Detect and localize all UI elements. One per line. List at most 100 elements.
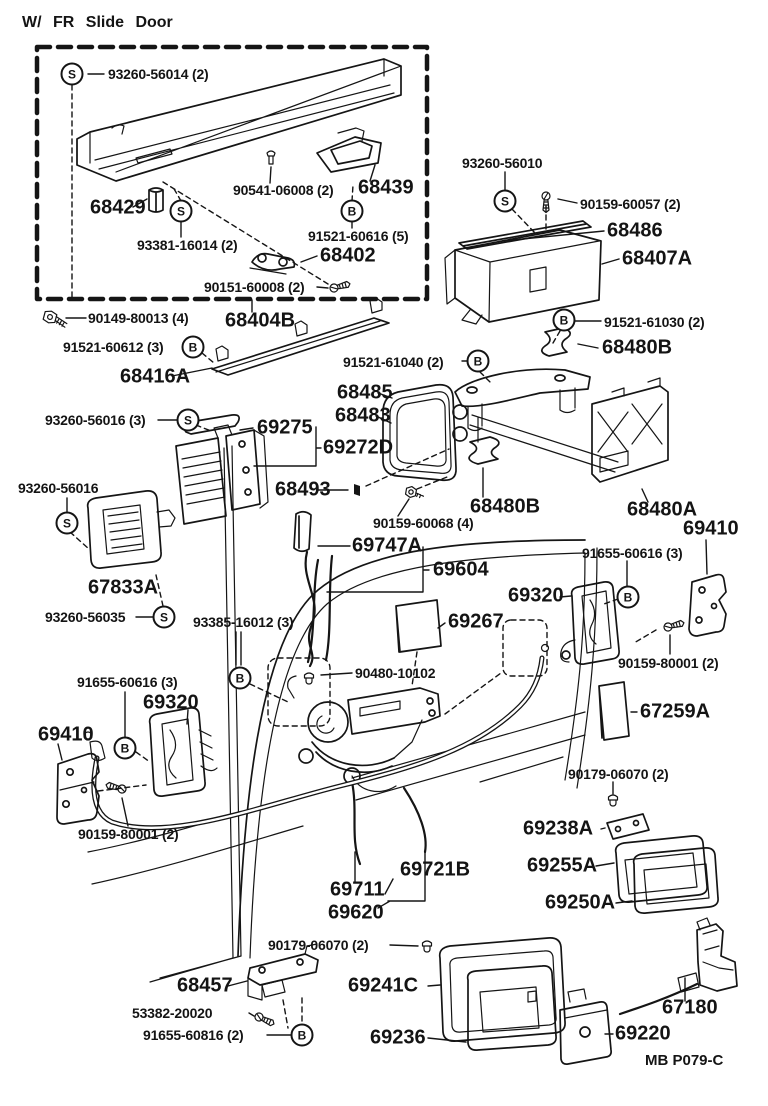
page-code: MB P079-C	[645, 1052, 724, 1069]
part-number-label: 90179-06070 (2)	[268, 937, 369, 953]
vent-plate-67833a	[86, 490, 176, 569]
part-number-label: 69236	[370, 1026, 426, 1049]
part-number-label: 93260-56010	[462, 155, 543, 171]
circled-letter-marker-b: B	[616, 585, 640, 609]
part-number-label: 93260-56014 (2)	[108, 66, 209, 82]
hinge-69410-right	[688, 573, 727, 637]
part-number-label: 68439	[358, 176, 414, 199]
bracket-68439	[316, 127, 382, 173]
part-number-label: 69220	[615, 1022, 671, 1045]
part-number-label: 68480B	[602, 336, 673, 359]
circled-letter-marker-s: S	[493, 189, 517, 213]
bracket-68457	[247, 943, 319, 1001]
circled-letter-marker-s: S	[169, 199, 193, 223]
part-number-label: 69238A	[523, 817, 594, 840]
part-number-label: 68493	[275, 478, 331, 501]
clip-icon	[354, 484, 360, 496]
bracket-67180	[618, 917, 738, 1016]
part-number-label: 93260-56016	[18, 480, 99, 496]
part-number-label: 90159-80001 (2)	[78, 826, 179, 842]
part-number-label: 90480-10102	[355, 665, 436, 681]
circled-letter-marker-b: B	[181, 335, 205, 359]
grommet-icon	[607, 794, 619, 807]
pin-icon	[266, 150, 276, 165]
part-number-label: 68407A	[622, 247, 693, 270]
rod-group-bracket	[354, 851, 426, 909]
circled-letter-marker-b: B	[466, 349, 490, 373]
part-number-label: 93385-16012 (3)	[193, 614, 294, 630]
part-number-label: 93260-56035	[45, 609, 126, 625]
part-number-label: 68402	[320, 244, 376, 267]
grommet-icon	[421, 940, 433, 953]
part-number-label: 68485	[337, 381, 393, 404]
part-number-label: 91655-60816 (2)	[143, 1027, 244, 1043]
part-number-label: 91521-61040 (2)	[343, 354, 444, 370]
bolt-icon	[42, 309, 70, 329]
part-number-label: 91521-60612 (3)	[63, 339, 164, 355]
part-number-label: 53382-20020	[132, 1005, 213, 1021]
handle-housing-69236	[466, 965, 557, 1051]
screw-icon	[328, 279, 352, 294]
part-number-label: 68457	[177, 974, 233, 997]
part-number-label: 90159-60057 (2)	[580, 196, 681, 212]
circled-letter-marker-b: B	[290, 1023, 314, 1047]
plate-69238a	[606, 813, 650, 840]
circled-letter-marker-b: B	[552, 308, 576, 332]
bezel-69255a	[614, 835, 708, 903]
screw-icon	[104, 780, 128, 795]
quarter-panel-68483	[382, 383, 457, 482]
part-number-label: 69275	[257, 416, 313, 439]
pad-67259a	[598, 681, 630, 741]
clip-68480b-upper	[540, 327, 572, 357]
lock-assembly-69320-left	[148, 707, 218, 797]
part-number-label: 67833A	[88, 576, 159, 599]
clip-68480b-center	[468, 436, 500, 465]
part-number-label: 69250A	[545, 891, 616, 914]
part-number-label: 91521-61030 (2)	[604, 314, 705, 330]
part-number-label: 68483	[335, 404, 391, 427]
part-number-label: 68486	[607, 219, 663, 242]
dashed-option-box	[34, 44, 430, 302]
lock-pillar-rod-69747a	[293, 510, 334, 668]
part-number-label: 69241C	[348, 974, 419, 997]
rail-stopper-68429	[148, 187, 164, 213]
part-number-label: 68404B	[225, 309, 296, 332]
part-number-label: 69721B	[400, 858, 471, 881]
page-title: W/ FR Slide Door	[22, 14, 173, 31]
hinge-69410-left	[56, 752, 100, 825]
bezel-69250a	[632, 847, 719, 914]
rail-reinforcement-68416a	[211, 297, 390, 376]
circled-letter-marker-s: S	[176, 408, 200, 432]
screw-icon	[662, 618, 686, 633]
release-cable	[83, 643, 550, 831]
grommet-icon	[303, 672, 315, 685]
part-number-label: 69272D	[323, 436, 394, 459]
leader-lines	[57, 73, 708, 1043]
part-number-label: 91521-60616 (5)	[308, 228, 409, 244]
part-number-label: 91655-60616 (3)	[77, 674, 178, 690]
circled-letter-marker-s: S	[55, 511, 79, 535]
part-number-label: 69255A	[527, 854, 598, 877]
lock-assembly-69320-right	[502, 581, 620, 677]
part-number-label: 93381-16014 (2)	[137, 237, 238, 253]
circled-letter-marker-b: B	[113, 736, 137, 760]
part-number-label: 91655-60616 (3)	[582, 545, 683, 561]
part-number-label: 67259A	[640, 700, 711, 723]
part-number-label: 68429	[90, 196, 146, 219]
part-number-label: 69267	[448, 610, 504, 633]
part-number-label: 93260-56016 (3)	[45, 412, 146, 428]
bracket-68480a	[591, 377, 669, 483]
part-number-label: 69711	[330, 878, 385, 901]
dashed-leader-lines	[69, 84, 657, 1029]
part-number-label: 90149-80013 (4)	[88, 310, 189, 326]
part-number-label: 68416A	[120, 365, 191, 388]
part-number-label: 68480B	[470, 495, 541, 518]
circled-letter-marker-b: B	[340, 199, 364, 223]
roller-arm-assembly	[452, 368, 619, 473]
part-number-label: 90159-80001 (2)	[618, 655, 719, 671]
part-number-label: 69604	[433, 558, 489, 581]
part-number-label: 69320	[508, 584, 564, 607]
part-number-label: 90179-06070 (2)	[568, 766, 669, 782]
